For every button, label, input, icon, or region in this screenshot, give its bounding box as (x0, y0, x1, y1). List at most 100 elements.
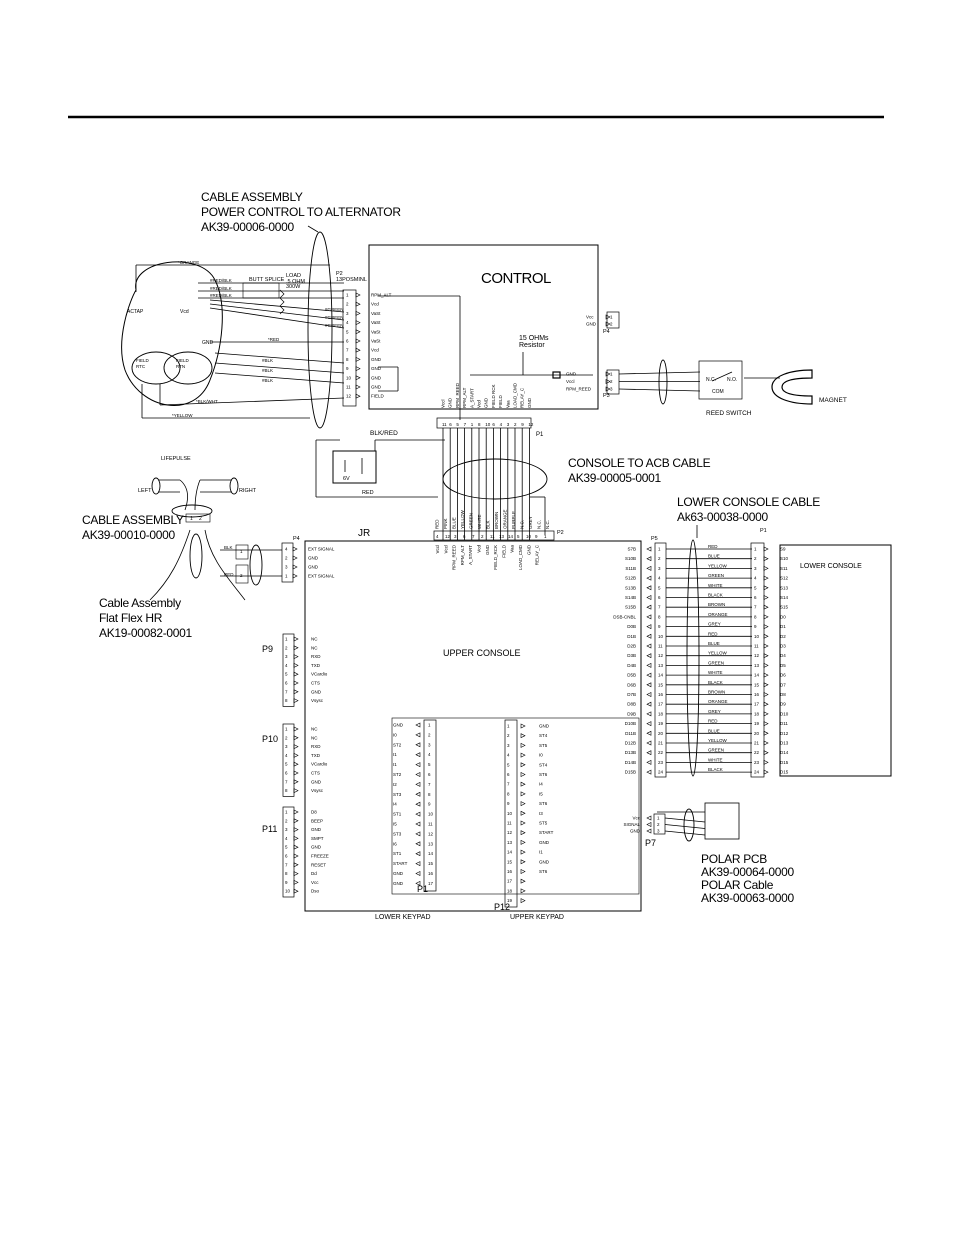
lower-console-title: LOWER CONSOLE (800, 563, 862, 570)
control-p3-block (606, 369, 620, 395)
upper-p4-pin-0: 4 (285, 547, 288, 552)
p7-socket-2 (646, 828, 652, 834)
p1-lower-pin-16: 17 (754, 702, 760, 707)
lp-pin-1: 1 (190, 516, 193, 522)
control-p1-sig-1: GND (448, 397, 453, 408)
p1-lower-sig-3: S12 (780, 576, 789, 581)
p1-lower-socket-18 (763, 721, 769, 727)
p5-sig-14: D6B (627, 682, 636, 687)
p2-ctrl-label: P2 13POSMINL (336, 271, 367, 283)
kp12-pin-14: 15 (507, 859, 513, 864)
alt-label-gnd: GND (202, 340, 214, 346)
p9-sig-2: RXD (311, 654, 321, 659)
kp12-socket-8 (520, 801, 526, 807)
kp12-sig-12: GND (539, 840, 550, 845)
control-p2-sig-0: RPM_ALT (371, 293, 392, 298)
p5-pin-11: 12 (658, 653, 664, 658)
p5-sig-1: S10B (625, 556, 636, 561)
kp12-socket-9 (520, 810, 526, 816)
p1-lower-sig-23: D15 (780, 770, 789, 775)
cable-flatflex-line3: AK19-00082-0001 (99, 626, 192, 640)
control-p2-pin-4: 5 (346, 329, 349, 334)
lp-wire-blk: BLK (224, 545, 233, 550)
kp1-socket-4 (415, 762, 421, 768)
p9-pin-0: 1 (285, 637, 288, 642)
control-p2-socket-2 (355, 310, 361, 316)
p11-pin-0: 1 (285, 810, 288, 815)
cable-power-line2: POWER CONTROL TO ALTERNATOR (201, 205, 401, 219)
kp1-pin-9: 10 (428, 812, 434, 817)
p10-socket-4 (293, 761, 299, 767)
p5-sig-19: D11B (625, 731, 636, 736)
p7-sig-0: Vcc (632, 816, 640, 821)
p11-pin-7: 8 (285, 871, 288, 876)
kp1-pin-4: 5 (428, 762, 431, 767)
polar-line2: AK39-00064-0000 (701, 865, 794, 879)
p1-lower-sig-4: S13 (780, 585, 789, 590)
p9-pin-6: 7 (285, 689, 288, 694)
kp12-socket-10 (520, 820, 526, 826)
p10-sig-2: RXD (311, 744, 321, 749)
p9-socket-1 (293, 645, 299, 651)
p9-pin-4: 5 (285, 672, 288, 677)
control-p2-socket-6 (355, 347, 361, 353)
kp1-pin-12: 13 (428, 841, 434, 846)
load-resistor (279, 289, 285, 315)
control-p2-socket-3 (355, 320, 361, 326)
p1-lower-socket-9 (763, 633, 769, 639)
lower-console-box (779, 544, 892, 777)
p9-pin-2: 3 (285, 654, 288, 659)
p5-pin-4: 5 (658, 585, 661, 590)
kp12-socket-0 (520, 723, 526, 729)
kp1-pin-11: 12 (428, 831, 434, 836)
p10-sig-0: NC (311, 727, 318, 732)
upper-p2-wire-5: WHITE (477, 515, 482, 530)
upper-p2-pin-5: 2 (481, 534, 484, 539)
polar-cable-ellipse (683, 808, 695, 842)
red-label: RED (362, 490, 374, 496)
lower-wire-label-4: WHITE (708, 583, 723, 588)
p1-lower-pin-3: 4 (754, 576, 757, 581)
reed-wire-2 (618, 388, 701, 392)
p5-sig-23: D15B (625, 770, 636, 775)
lower-wire-label-20: YELLOW (708, 738, 728, 743)
upper-p4-socket-3 (292, 573, 298, 579)
kp1-pin-16: 17 (428, 881, 434, 886)
lower-wire-label-6: BROWN (708, 602, 725, 607)
cable-console-acb-line2: AK39-00005-0001 (568, 471, 661, 485)
p5-sig-9: D1B (627, 634, 636, 639)
p1-lower-sig-12: D5 (780, 663, 786, 668)
upper-p4-block (281, 542, 294, 583)
p10-sig-1: NC (311, 735, 318, 740)
p5-pin-22: 23 (658, 760, 664, 765)
kp12-sig-10: ST5 (539, 821, 548, 826)
wire-label-yellow: *YELLOW (172, 413, 193, 418)
flatflex-tails (149, 529, 246, 601)
p1-lower-sig-15: D8 (780, 692, 786, 697)
control-p2-socket-9 (355, 375, 361, 381)
butt-splice-box (242, 282, 280, 299)
control-p2-socket-4 (355, 329, 361, 335)
field-circle-1 (131, 351, 181, 385)
kp1-pin-5: 6 (428, 772, 431, 777)
lp-wire-red: RED (224, 572, 234, 577)
p1-lower-sig-20: D13 (780, 741, 789, 746)
p5-socket-5 (646, 595, 652, 600)
p5-sig-12: D4B (627, 663, 636, 668)
kp1-pin-6: 7 (428, 782, 431, 787)
kp1-socket-14 (415, 861, 421, 867)
p5-pin-18: 19 (658, 721, 664, 726)
p5-socket-1 (646, 556, 652, 562)
upper-p2-sig-11: GND (526, 544, 531, 555)
p5-pin-23: 24 (658, 770, 664, 775)
magnet-shape (771, 369, 813, 405)
kp1-socket-1 (415, 732, 421, 738)
p11-socket-2 (293, 827, 299, 833)
p1-lower-pin-0: 1 (754, 547, 757, 552)
p5-sig-2: S11B (625, 566, 636, 571)
upper-p2-sig-6: GND (485, 544, 490, 555)
p5-sig-5: S14B (625, 595, 636, 600)
reed-nc: N.C. (706, 377, 716, 383)
p11-sig-5: FREEZE (311, 854, 329, 859)
kp1-sig-8: I4 (393, 802, 397, 807)
